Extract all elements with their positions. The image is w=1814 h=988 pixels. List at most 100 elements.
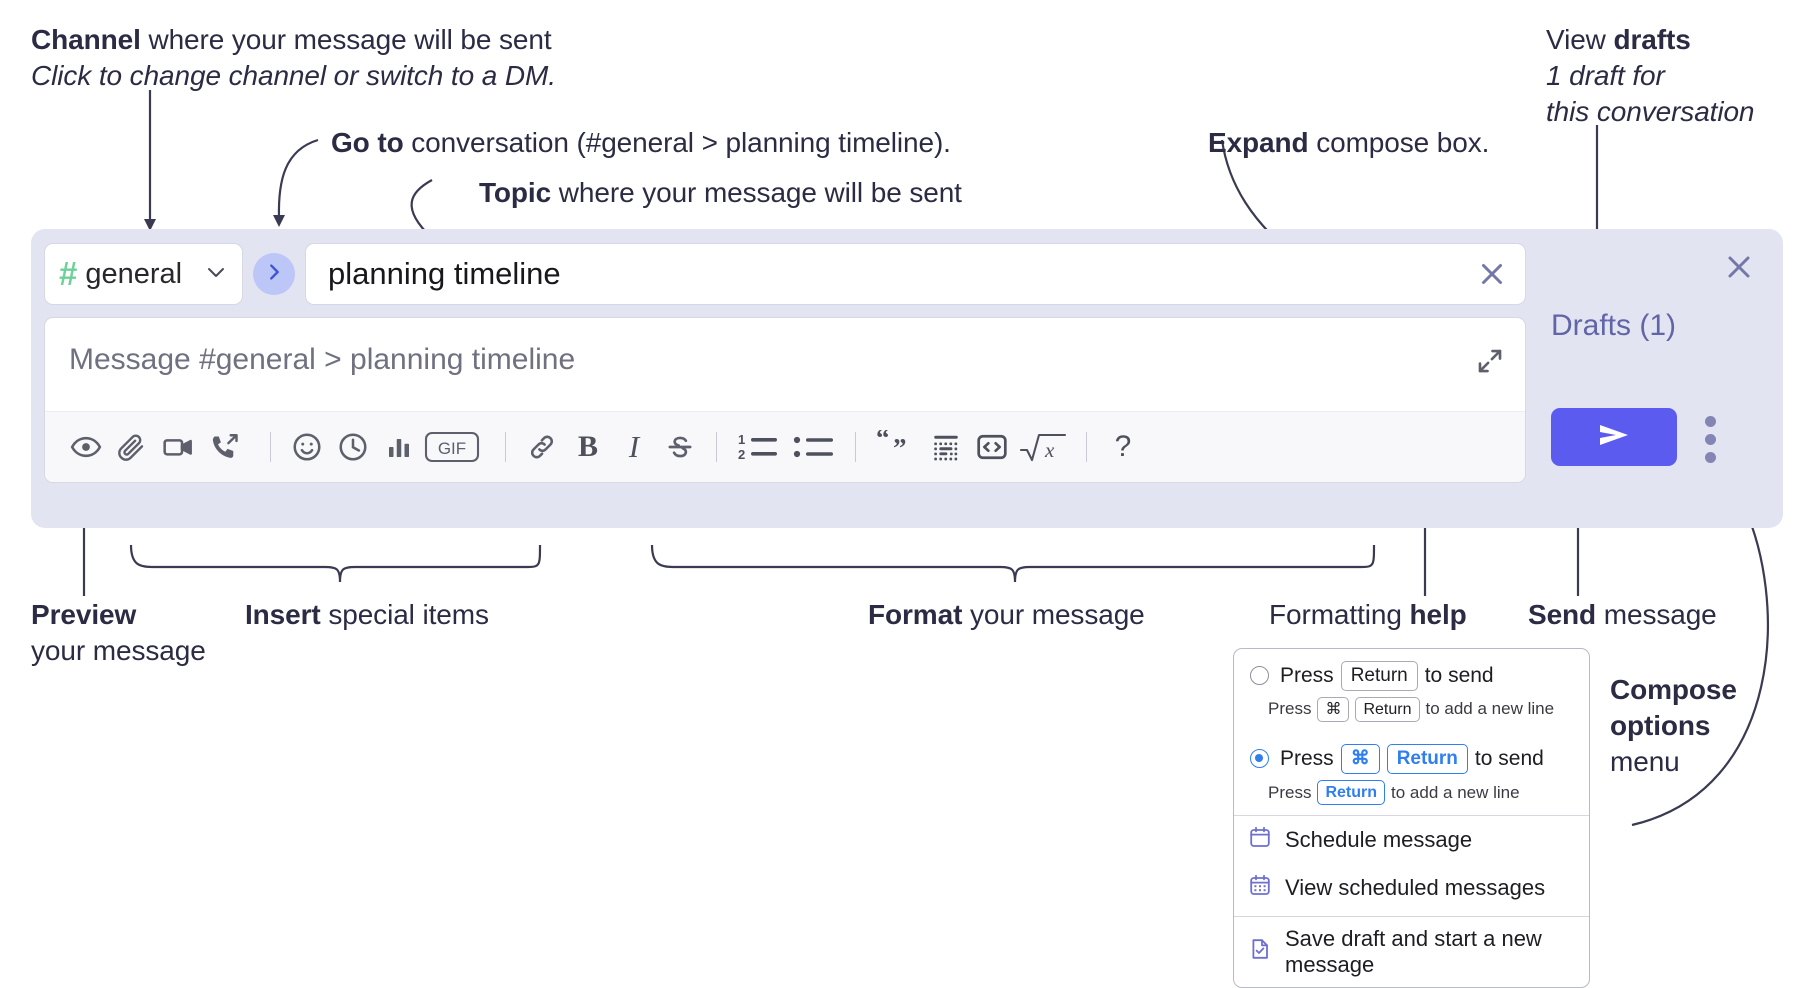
svg-text:2: 2 xyxy=(738,447,745,462)
inline-code-icon[interactable] xyxy=(969,424,1015,470)
annotation-channel: Channel where your message will be sent … xyxy=(31,22,651,94)
menu-divider xyxy=(1234,916,1589,918)
option2-sub-post: to add a new line xyxy=(1391,782,1520,802)
annotation-topic: Topic where your message will be sent xyxy=(479,175,1099,211)
radio-unselected-icon[interactable] xyxy=(1250,666,1269,685)
option2-post: to send xyxy=(1474,747,1544,771)
message-placeholder: Message #general > planning timeline xyxy=(69,343,576,376)
annotation-compose-rest: menu xyxy=(1610,745,1680,777)
menu-item-label: View scheduled messages xyxy=(1285,875,1546,901)
chevron-down-icon xyxy=(204,260,228,289)
italic-icon[interactable]: I xyxy=(611,424,657,470)
annotation-preview-rest: your message xyxy=(31,634,206,666)
annotation-topic-rest: where your message will be sent xyxy=(551,177,962,208)
send-button[interactable] xyxy=(1551,408,1677,466)
option2-sub-pre: Press xyxy=(1268,782,1312,802)
attachment-icon[interactable] xyxy=(109,424,155,470)
annotation-channel-bold: Channel xyxy=(31,24,141,55)
annotation-drafts-bold: drafts xyxy=(1613,24,1691,55)
compose-box: # general planning timeline xyxy=(31,229,1783,528)
message-input[interactable]: Message #general > planning timeline xyxy=(45,318,1525,411)
emoji-icon[interactable] xyxy=(284,424,330,470)
huddle-icon[interactable] xyxy=(201,424,247,470)
annotation-preview: Preview your message xyxy=(31,597,261,669)
annotation-expand: Expand compose box. xyxy=(1208,125,1628,161)
calendar-icon xyxy=(1248,825,1272,855)
topic-input[interactable]: planning timeline xyxy=(305,243,1526,305)
link-icon[interactable] xyxy=(519,424,565,470)
radio-selected-icon[interactable] xyxy=(1250,749,1269,769)
annotation-help-plain: Formatting xyxy=(1269,599,1410,630)
compose-side-panel: Drafts (1) xyxy=(1539,229,1783,528)
menu-item-label: Schedule message xyxy=(1285,827,1473,853)
svg-text:”: ” xyxy=(893,433,907,463)
calendar-grid-icon xyxy=(1248,873,1272,903)
italic-label: I xyxy=(628,429,640,464)
topic-clear-icon[interactable] xyxy=(1475,257,1509,291)
code-block-icon[interactable] xyxy=(923,424,969,470)
menu-item-save-draft[interactable]: Save draft and start a new message xyxy=(1234,917,1589,987)
channel-name: general xyxy=(85,257,183,290)
menu-option-cmd-return-to-send[interactable]: Press ⌘ Return to send xyxy=(1234,732,1589,774)
annotation-goto: Go to conversation (#general > planning … xyxy=(331,125,1031,161)
preview-icon[interactable] xyxy=(63,424,109,470)
kebab-dot xyxy=(1705,416,1716,427)
annotation-compose-bold2: options xyxy=(1610,709,1711,741)
goto-conversation-button[interactable] xyxy=(253,253,295,295)
annotation-insert: Insert special items xyxy=(245,597,575,633)
svg-text:x: x xyxy=(1044,438,1055,462)
option2-pre: Press xyxy=(1280,747,1334,771)
send-icon xyxy=(1592,420,1636,455)
annotation-preview-bold: Preview xyxy=(31,599,137,630)
expand-icon[interactable] xyxy=(1475,346,1505,381)
chevron-right-icon xyxy=(263,261,285,288)
option1-sub-post: to add a new line xyxy=(1425,699,1555,719)
annotated-screenshot: Channel where your message will be sent … xyxy=(31,22,1814,988)
strikethrough-icon[interactable] xyxy=(657,424,703,470)
kebab-dot xyxy=(1705,434,1716,445)
save-draft-icon xyxy=(1248,937,1272,967)
annotation-format-bold: Format xyxy=(868,599,963,630)
gif-icon[interactable]: GIF xyxy=(422,424,482,470)
menu-item-view-scheduled-messages[interactable]: View scheduled messages xyxy=(1234,864,1589,912)
ordered-list-icon[interactable]: 1 2 xyxy=(730,424,786,470)
hash-icon: # xyxy=(59,254,78,292)
annotation-send-bold: Send xyxy=(1528,599,1597,630)
menu-divider xyxy=(1234,815,1589,817)
annotation-expand-bold: Expand xyxy=(1208,127,1309,158)
option2-main: Press ⌘ Return to send xyxy=(1280,744,1544,774)
message-input-container: Message #general > planning timeline xyxy=(44,317,1526,483)
key-command: ⌘ xyxy=(1317,696,1350,723)
menu-item-schedule-message[interactable]: Schedule message xyxy=(1234,816,1589,864)
option1-post: to send xyxy=(1424,663,1494,687)
poll-icon[interactable] xyxy=(376,424,422,470)
annotation-drafts: View drafts 1 draft for this conversatio… xyxy=(1546,22,1806,129)
annotation-send-rest: message xyxy=(1596,599,1717,630)
bold-icon[interactable]: B xyxy=(565,424,611,470)
option1-sub-pre: Press xyxy=(1268,699,1312,719)
annotation-format-rest: your message xyxy=(962,599,1145,630)
close-icon[interactable] xyxy=(1721,249,1757,290)
annotation-insert-bold: Insert xyxy=(245,599,321,630)
annotation-drafts-line3: this conversation xyxy=(1546,95,1755,127)
key-return: Return xyxy=(1340,661,1418,691)
more-options-button[interactable] xyxy=(1705,416,1716,463)
annotation-channel-rest: where your message will be sent xyxy=(140,24,552,55)
help-label: ? xyxy=(1114,430,1132,463)
menu-option-return-to-send[interactable]: Press Return to send xyxy=(1234,649,1589,691)
video-icon[interactable] xyxy=(155,424,201,470)
channel-selector[interactable]: # general xyxy=(44,243,243,305)
annotation-help: Formatting help xyxy=(1269,597,1569,633)
math-icon[interactable]: x xyxy=(1015,424,1073,470)
bulleted-list-icon[interactable] xyxy=(786,424,842,470)
annotation-channel-italic: Click to change channel or switch to a D… xyxy=(31,59,556,91)
key-return: Return xyxy=(1317,779,1386,806)
drafts-link[interactable]: Drafts (1) xyxy=(1551,309,1677,342)
annotation-send: Send message xyxy=(1528,597,1814,633)
schedule-icon[interactable] xyxy=(330,424,376,470)
key-return: Return xyxy=(1386,744,1468,774)
formatting-help-icon[interactable]: ? xyxy=(1100,424,1146,470)
toolbar-separator xyxy=(855,432,856,462)
blockquote-icon[interactable]: “ ” xyxy=(869,424,923,470)
compose-header-row: # general planning timeline xyxy=(44,241,1526,307)
